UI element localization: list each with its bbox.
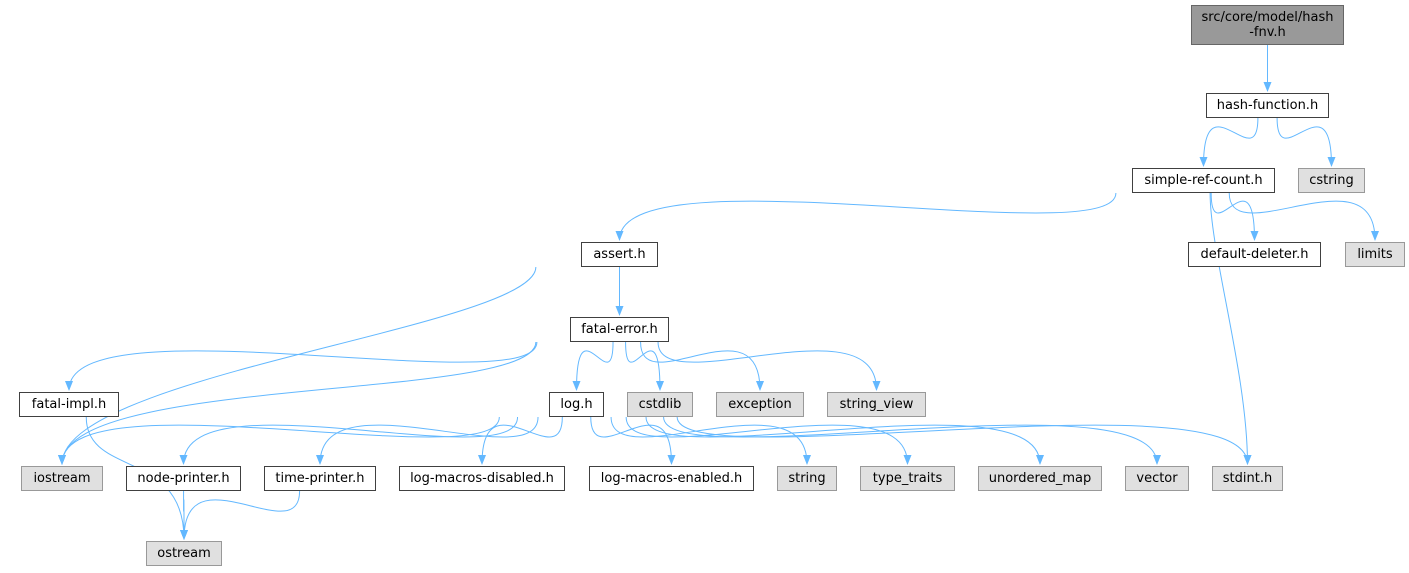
edge-log-to-unordered_map: [645, 416, 1044, 465]
node-cstring: cstring: [1298, 168, 1365, 193]
edge-hash_function-to-cstring: [1276, 117, 1336, 167]
edge-log-to-node_printer: [179, 416, 519, 465]
node-label-line1: src/core/model/hash: [1201, 10, 1334, 25]
node-limits: limits: [1345, 242, 1405, 267]
edge-simple_ref_count-to-stdint: [1209, 192, 1252, 465]
node-label: unordered_map: [988, 471, 1092, 486]
node-cstdlib: cstdlib: [627, 392, 693, 417]
node-label: node-printer.h: [137, 471, 230, 486]
node-label: exception: [728, 397, 792, 412]
node-fatal-impl-h[interactable]: fatal-impl.h: [19, 392, 119, 417]
node-vector: vector: [1125, 466, 1189, 491]
edge-log-to-string: [610, 416, 811, 465]
edge-fatal_error-to-exception: [640, 341, 764, 391]
node-simple-ref-count-h[interactable]: simple-ref-count.h: [1132, 168, 1275, 193]
edge-simple_ref_count-to-assert: [615, 192, 1117, 241]
edge-time_printer-to-ostream: [180, 490, 301, 540]
node-fatal-error-h[interactable]: fatal-error.h: [570, 317, 669, 342]
node-hash-fnv-h: src/core/model/hash -fnv.h: [1191, 5, 1344, 45]
edge-fatal_error-to-iostream: [58, 341, 537, 465]
node-unordered-map: unordered_map: [978, 466, 1102, 491]
node-assert-h[interactable]: assert.h: [581, 242, 658, 267]
node-label: stdint.h: [1222, 471, 1273, 486]
node-log-macros-enabled-h[interactable]: log-macros-enabled.h: [589, 466, 754, 491]
node-label: fatal-error.h: [581, 322, 658, 337]
node-label: log-macros-enabled.h: [600, 471, 743, 486]
node-node-printer-h[interactable]: node-printer.h: [126, 466, 241, 491]
node-label: fatal-impl.h: [31, 397, 107, 412]
edge-simple_ref_count-to-limits: [1228, 192, 1379, 241]
node-label: assert.h: [593, 247, 646, 262]
node-string-view: string_view: [827, 392, 926, 417]
edge-assert-to-iostream: [58, 266, 537, 465]
edge-log-to-log_macros_enabled: [590, 416, 676, 465]
node-label: vector: [1136, 471, 1178, 486]
node-label: limits: [1357, 247, 1393, 262]
node-label: log.h: [560, 397, 593, 412]
node-default-deleter-h[interactable]: default-deleter.h: [1188, 242, 1321, 267]
node-type-traits: type_traits: [860, 466, 955, 491]
node-iostream: iostream: [21, 466, 103, 491]
node-label: log-macros-disabled.h: [410, 471, 554, 486]
node-label: cstdlib: [638, 397, 682, 412]
node-label-line2: -fnv.h: [1249, 25, 1286, 40]
node-log-h[interactable]: log.h: [549, 392, 604, 417]
node-stdint-h: stdint.h: [1212, 466, 1283, 491]
edge-hash_function-to-simple_ref_count: [1199, 117, 1259, 167]
node-label: iostream: [33, 471, 91, 486]
node-log-macros-disabled-h[interactable]: log-macros-disabled.h: [399, 466, 565, 491]
node-time-printer-h[interactable]: time-printer.h: [264, 466, 376, 491]
edge-fatal_error-to-string_view: [657, 341, 881, 391]
node-exception: exception: [716, 392, 804, 417]
node-label: cstring: [1309, 173, 1354, 188]
edge-fatal_error-to-log: [572, 341, 614, 391]
node-label: simple-ref-count.h: [1144, 173, 1263, 188]
node-label: string: [788, 471, 826, 486]
node-label: type_traits: [872, 471, 943, 486]
edge-log-to-iostream: [58, 416, 500, 465]
node-label: ostream: [157, 546, 211, 561]
edge-log-to-vector: [663, 416, 1161, 465]
node-string: string: [777, 466, 837, 491]
node-ostream: ostream: [146, 541, 222, 566]
edge-fatal_error-to-cstdlib: [625, 341, 664, 391]
edge-simple_ref_count-to-default_deleter: [1210, 192, 1259, 241]
node-hash-function-h[interactable]: hash-function.h: [1206, 93, 1329, 118]
node-label: string_view: [839, 397, 914, 412]
edge-log-to-stdint: [676, 416, 1252, 465]
edge-fatal_error-to-fatal_impl: [65, 341, 538, 391]
node-label: hash-function.h: [1216, 98, 1319, 113]
edge-log-to-type_traits: [625, 416, 912, 465]
edge-log-to-time_printer: [316, 416, 539, 465]
node-label: time-printer.h: [275, 471, 365, 486]
edge-log-to-log_macros_disabled: [478, 416, 563, 465]
node-label: default-deleter.h: [1200, 247, 1309, 262]
